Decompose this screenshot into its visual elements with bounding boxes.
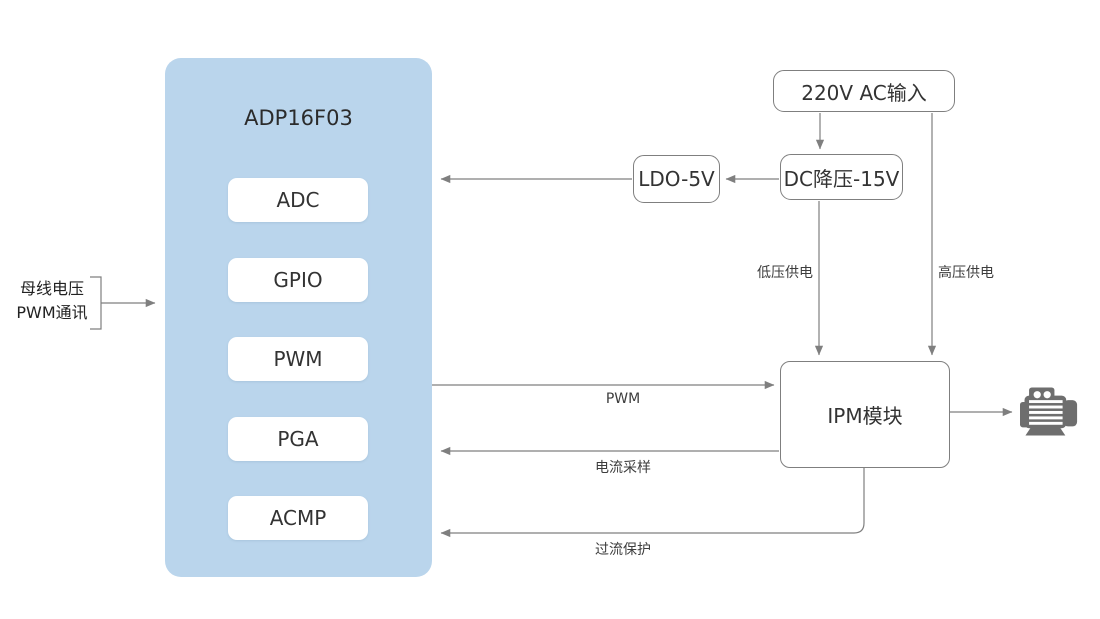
external-input-line1: 母线电压 [19,279,84,298]
module-label: PGA [277,427,319,451]
motor-icon [1020,387,1078,436]
ipm-box: IPM模块 [780,361,950,468]
module-box-pwm: PWM [228,337,368,381]
label-current-sampling: 电流采样 [595,460,651,476]
ac-input-box: 220V AC输入 [773,70,955,112]
module-box-gpio: GPIO [228,258,368,302]
label-high-voltage-supply: 高压供电 [938,265,994,281]
external-input-line2: PWM通讯 [16,303,88,322]
arrow-ipm-to-mcu-overcurrent [440,468,865,538]
external-input-label: 母线电压 PWM通讯 [6,277,98,325]
label-overcurrent-protection: 过流保护 [595,542,651,558]
label-low-voltage-supply: 低压供电 [757,265,813,281]
module-label: PWM [273,347,323,371]
module-label: GPIO [273,268,323,292]
dc-buck-box: DC降压-15V [780,154,903,200]
module-box-pga: PGA [228,417,368,461]
module-label: ACMP [269,506,327,530]
mcu-title: ADP16F03 [244,106,353,130]
module-box-acmp: ACMP [228,496,368,540]
label-pwm: PWM [605,391,641,407]
module-label: ADC [276,188,320,212]
ldo-box: LDO-5V [633,155,720,203]
mcu-block: ADP16F03 ADC GPIO PWM PGA ACMP [165,58,432,577]
module-box-adc: ADC [228,178,368,222]
